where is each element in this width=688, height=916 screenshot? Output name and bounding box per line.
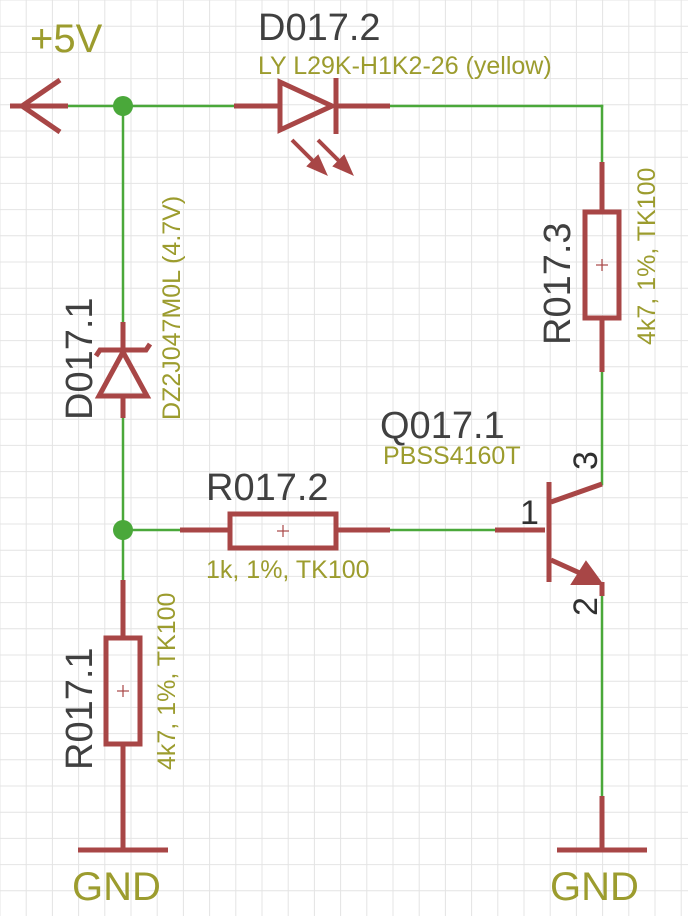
r017-3-name: R017.3 <box>537 222 579 345</box>
junction-bottom <box>113 520 133 540</box>
zener-d017-1-symbol <box>93 322 153 418</box>
ground-left-label: GND <box>72 865 161 909</box>
r017-1-name: R017.1 <box>59 647 101 770</box>
r017-2-name: R017.2 <box>206 467 329 509</box>
r017-1-value: 4k7, 1%, TK100 <box>153 593 181 770</box>
junction-top <box>113 96 133 116</box>
q017-1-pin-collector: 3 <box>567 451 605 470</box>
q017-1-pin-base: 1 <box>520 494 539 532</box>
q017-1-name: Q017.1 <box>380 405 505 447</box>
ground-right-symbol <box>557 796 647 853</box>
ground-right-label: GND <box>550 865 639 909</box>
d017-1-name: D017.1 <box>59 297 101 420</box>
resistor-r017-3-symbol <box>582 162 622 372</box>
q017-1-pin-emitter: 2 <box>567 597 605 616</box>
r017-3-value: 4k7, 1%, TK100 <box>633 168 661 345</box>
r017-2-value: 1k, 1%, TK100 <box>206 556 370 584</box>
resistor-r017-1-symbol <box>103 580 143 850</box>
transistor-q017-1-symbol <box>495 481 605 596</box>
d017-2-name: D017.2 <box>258 7 381 49</box>
q017-1-value: PBSS4160T <box>383 442 521 470</box>
led-d017-2-symbol <box>234 78 390 176</box>
d017-1-value: DZ2J047M0L (4.7V) <box>158 196 186 420</box>
supply-5v-label: +5V <box>30 17 103 61</box>
d017-2-value: LY L29K-H1K2-26 (yellow) <box>258 52 552 80</box>
resistor-r017-2-symbol <box>180 511 390 551</box>
supply-5v-symbol <box>10 77 68 135</box>
